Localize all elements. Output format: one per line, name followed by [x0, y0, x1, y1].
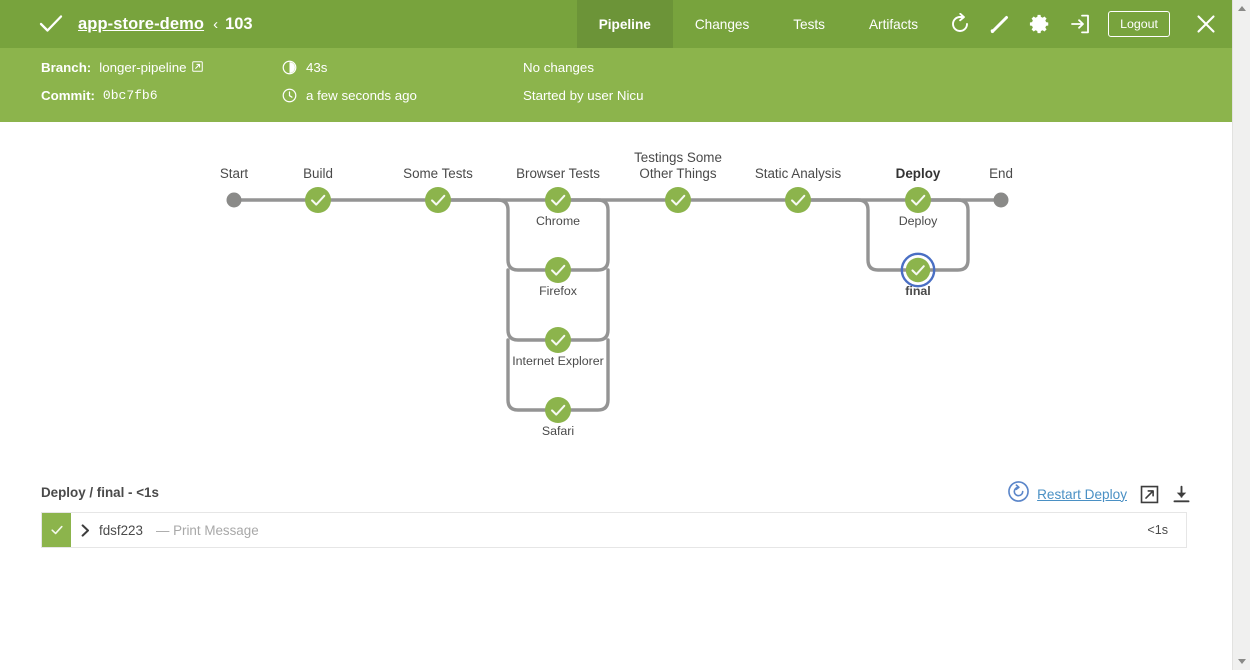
logout-button[interactable]: Logout	[1108, 11, 1170, 37]
expand-chevron-icon[interactable]	[71, 523, 99, 537]
scroll-up-arrow-icon[interactable]	[1233, 0, 1250, 17]
started-by: Started by user Nicu	[523, 88, 644, 103]
clock-icon	[282, 88, 297, 103]
node-label-safari[interactable]: Safari	[541, 424, 575, 438]
rerun-icon[interactable]	[940, 0, 980, 48]
external-link-icon[interactable]	[192, 60, 204, 75]
log-header: Deploy / final - <1s Restart Deploy	[0, 470, 1232, 518]
time-ago-value: a few seconds ago	[306, 88, 417, 103]
run-status-check-icon	[38, 11, 64, 37]
node-label-chrome[interactable]: Chrome	[535, 214, 581, 228]
run-number: 103	[225, 14, 253, 33]
pipeline-graph-edges	[226, 187, 1009, 423]
commit-value: 0bc7fb6	[102, 88, 158, 103]
column-label-static-analysis[interactable]: Static Analysis	[754, 166, 842, 181]
node-start-dot	[226, 192, 242, 208]
step-description-text: Print Message	[173, 522, 259, 538]
column-label-browser-tests[interactable]: Browser Tests	[516, 166, 600, 181]
column-label-some-tests[interactable]: Some Tests	[403, 166, 473, 181]
tab-changes[interactable]: Changes	[694, 16, 750, 32]
gear-icon[interactable]	[1020, 0, 1060, 48]
commit-label: Commit:	[41, 88, 95, 103]
breadcrumb-separator: ‹	[213, 15, 219, 33]
duration-clock-icon	[282, 60, 297, 75]
restart-deploy-button[interactable]: Restart Deploy	[1008, 481, 1127, 507]
step-log-section: Deploy / final - <1s Restart Deploy	[0, 470, 1232, 548]
node-end-dot	[993, 192, 1009, 208]
tab-pipeline[interactable]: Pipeline	[576, 0, 673, 48]
step-name: fdsf223	[99, 522, 143, 538]
duration-row: 43s	[282, 60, 327, 75]
node-label-internet-explorer[interactable]: Internet Explorer	[512, 354, 604, 368]
log-title: Deploy / final - <1s	[41, 485, 159, 500]
column-label-end: End	[989, 166, 1013, 181]
branch-row: Branch: longer-pipeline	[41, 60, 204, 75]
node-label-firefox[interactable]: Firefox	[539, 284, 577, 298]
branch-label: Branch:	[41, 60, 92, 75]
vertical-scrollbar[interactable]	[1232, 0, 1250, 670]
tab-artifacts[interactable]: Artifacts	[868, 16, 919, 32]
restart-deploy-label: Restart Deploy	[1037, 486, 1127, 502]
time-ago-row: a few seconds ago	[282, 88, 417, 103]
step-status-check-icon	[42, 513, 71, 547]
run-info-bar: Branch: longer-pipeline Commit: 0bc7fb6 …	[0, 48, 1232, 122]
scroll-down-arrow-icon[interactable]	[1233, 653, 1250, 670]
log-step-row[interactable]: fdsf223 — Print Message <1s	[41, 512, 1187, 548]
login-arrow-icon[interactable]	[1060, 0, 1100, 48]
node-label-final[interactable]: final	[905, 284, 931, 298]
changes-summary: No changes	[523, 60, 594, 75]
step-duration: <1s	[1147, 523, 1168, 537]
step-description: — Print Message	[156, 523, 259, 538]
commit-row: Commit: 0bc7fb6	[41, 88, 158, 103]
header-breadcrumb-area: app-store-demo ‹ 103	[0, 0, 253, 48]
column-label-build[interactable]: Build	[303, 166, 333, 181]
run-header: app-store-demo ‹ 103 Pipeline Changes Te…	[0, 0, 1232, 48]
header-nav: Pipeline Changes Tests Artifacts	[576, 0, 1232, 48]
log-action-bar: Restart Deploy	[1008, 481, 1191, 507]
pipeline-graph: Start Build Some Tests Browser Tests Tes…	[0, 122, 1232, 470]
download-icon[interactable]	[1172, 485, 1191, 504]
open-external-icon[interactable]	[1140, 485, 1159, 504]
node-label-deploy[interactable]: Deploy	[898, 214, 938, 228]
column-label-start: Start	[219, 166, 249, 181]
edit-pencil-icon[interactable]	[980, 0, 1020, 48]
restart-circle-icon	[1008, 481, 1029, 507]
column-label-deploy[interactable]: Deploy	[895, 166, 941, 181]
branch-value: longer-pipeline	[99, 60, 187, 75]
step-dash: —	[155, 522, 170, 538]
duration-value: 43s	[306, 60, 328, 75]
close-icon[interactable]	[1180, 0, 1232, 48]
tab-tests[interactable]: Tests	[793, 16, 825, 32]
repo-name-link[interactable]: app-store-demo	[78, 14, 205, 33]
